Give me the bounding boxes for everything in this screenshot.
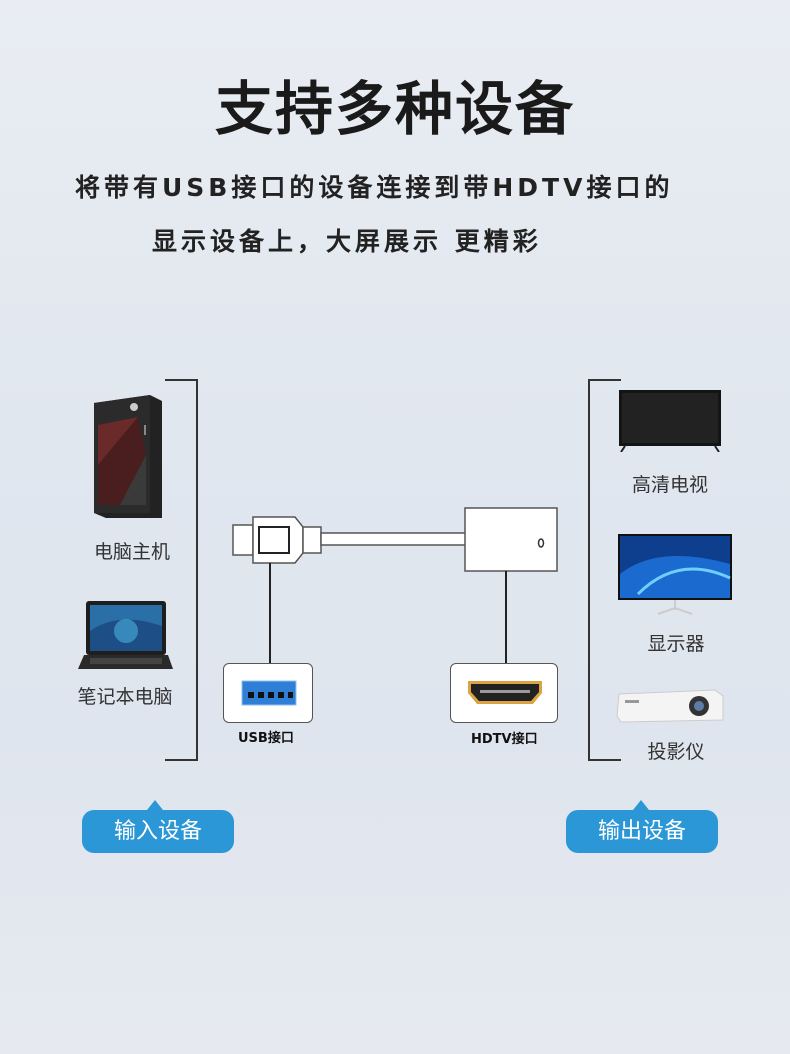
subtitle-line-2: 显示设备上，大屏展示 更精彩	[152, 227, 542, 256]
laptop-icon	[78, 601, 173, 669]
hdmi-port-icon	[468, 681, 542, 704]
output-device-label: 显示器	[647, 633, 705, 655]
desktop-pc-icon	[94, 395, 162, 518]
output-bracket	[588, 379, 621, 761]
tv-icon	[619, 390, 721, 452]
monitor-icon	[618, 534, 732, 615]
input-device-label: 电脑主机	[93, 541, 170, 563]
usb-port-label: USB接口	[238, 731, 294, 746]
output-device-label: 投影仪	[647, 741, 705, 763]
projector-icon	[616, 689, 724, 723]
page-title: 支持多种设备	[214, 75, 575, 143]
hdtv-port-label: HDTV接口	[471, 732, 538, 747]
input-device-label: 笔记本电脑	[77, 686, 173, 708]
usb-hdmi-adapter-icon	[232, 507, 558, 670]
output-badge-pointer	[633, 800, 649, 810]
input-bracket	[165, 379, 198, 761]
hdtv-port-box	[450, 663, 558, 723]
output-devices-badge: 输出设备	[566, 810, 718, 853]
usb-port-box	[223, 663, 313, 723]
subtitle-line-1: 将带有USB接口的设备连接到带HDTV接口的	[75, 173, 674, 202]
usb-port-icon	[241, 680, 297, 706]
output-device-label: 高清电视	[631, 474, 708, 496]
input-badge-pointer	[147, 800, 163, 810]
input-devices-badge: 输入设备	[82, 810, 234, 853]
